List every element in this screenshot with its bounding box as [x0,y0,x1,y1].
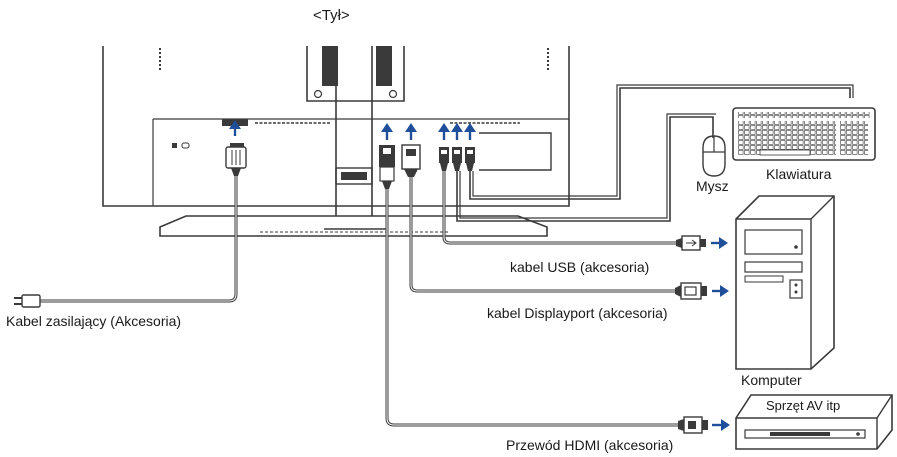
mouse-label: Mysz [696,178,729,194]
rear-view-title: <Tył> [313,7,350,24]
usb-cable-label: kabel USB (akcesoria) [510,259,650,275]
computer-label: Komputer [741,372,802,388]
power-cable [14,143,247,308]
av-device-label: Sprzęt AV itp [766,398,841,413]
mouse-icon [702,135,726,177]
computer-tower-icon [735,195,835,370]
usb-cables [439,84,854,251]
power-cable-label: Kabel zasilający (Akcesoria) [6,313,182,329]
displayport-cable [401,144,729,300]
av-device-icon [735,394,893,450]
monitor-stand [159,46,548,237]
hdmi-cable-label: Przewód HDMI (akcesoria) [506,437,674,453]
displayport-cable-label: kabel Displayport (akcesoria) [487,305,668,321]
keyboard-label: Klawiatura [766,166,832,182]
hdmi-cable [379,145,730,434]
port-arrows [229,120,476,140]
keyboard-icon [732,107,876,161]
